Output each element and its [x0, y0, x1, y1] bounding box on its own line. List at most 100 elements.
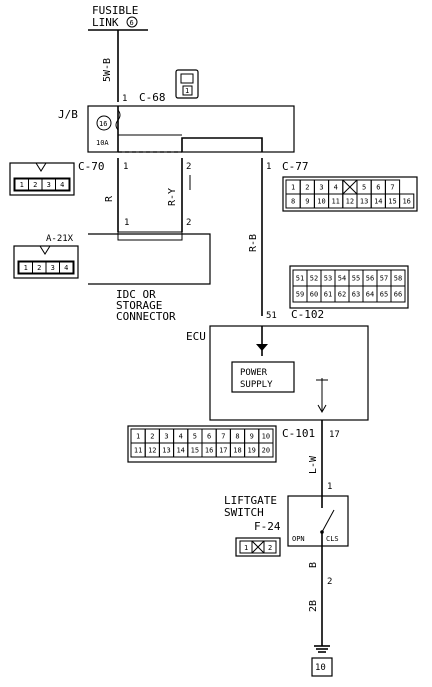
connector-pin-number: 61 — [324, 291, 332, 299]
c68-connector-icon: 1 — [175, 69, 199, 99]
connector-pin-number: 52 — [310, 275, 318, 283]
pin-c70-2: 2 — [186, 162, 191, 172]
fuse-number: 16 — [99, 120, 107, 128]
power-supply-label-1: POWER — [240, 368, 268, 378]
fusible-link-number: 6 — [126, 16, 138, 28]
fuse-amperage: 10A — [96, 139, 109, 147]
connector-pin-number: 10 — [262, 433, 270, 441]
connector-pin-number: 65 — [380, 291, 388, 299]
connector-pin-number: 18 — [233, 447, 241, 455]
wire-color-2b: 2B — [308, 600, 319, 612]
ground-point-box — [311, 657, 333, 677]
connector-pin-number: 2 — [150, 433, 154, 441]
jb-internal-bus — [181, 137, 263, 152]
connector-pin-number: 66 — [394, 291, 402, 299]
c68-label: C-68 — [139, 91, 166, 104]
pin-c101: 17 — [329, 430, 340, 440]
connector-pin-number: 2 — [33, 181, 37, 189]
connector-pin-number: 6 — [207, 433, 211, 441]
connector-pin-number: 4 — [334, 184, 338, 192]
connector-pin-number: 15 — [388, 198, 396, 206]
connector-pin-number: 57 — [380, 275, 388, 283]
connector-pin-number: 1 — [20, 181, 24, 189]
diode-icon — [256, 344, 268, 351]
wire-color-5w-b: 5W-B — [102, 58, 113, 82]
power-supply-box — [231, 361, 295, 393]
switch-opn: OPN — [292, 535, 305, 543]
wire-color-b: B — [308, 562, 319, 568]
fusible-link-number-text: 6 — [130, 19, 134, 27]
f24-pin-2: 2 — [268, 544, 272, 552]
connector-pin-number: 15 — [191, 447, 199, 455]
c70-connector-face: 1 2 3 4 — [9, 162, 75, 196]
idc-contact-bar — [117, 231, 183, 241]
pin-c102: 51 — [266, 311, 277, 321]
connector-pin-number: 58 — [394, 275, 402, 283]
jb-label: J/B — [58, 108, 78, 121]
connector-pin-number: 12 — [346, 198, 354, 206]
connector-pin-number: 7 — [221, 433, 225, 441]
connector-pin-cell — [55, 178, 70, 191]
connector-pin-number: 7 — [390, 184, 394, 192]
wire-color-r-y: R-Y — [167, 188, 178, 206]
connector-blank-cell — [342, 179, 358, 195]
connector-pin-number: 64 — [366, 291, 374, 299]
f24-connector-face: 1 2 — [235, 537, 281, 557]
pin-idc-2: 2 — [186, 218, 191, 228]
connector-pin-number: 19 — [247, 447, 255, 455]
connector-pin-number: 8 — [291, 198, 295, 206]
ground-point-label: 10 — [315, 663, 326, 673]
connector-pin-number: 54 — [338, 275, 346, 283]
connector-pin-number: 60 — [310, 291, 318, 299]
pin-c70-1: 1 — [123, 162, 128, 172]
connector-pin-number: 10 — [317, 198, 325, 206]
connector-pin-number: 13 — [360, 198, 368, 206]
power-supply-label-2: SUPPLY — [240, 380, 273, 390]
connector-pin-cell — [390, 285, 406, 303]
connector-pin-number: 12 — [148, 447, 156, 455]
idc-connector-box — [88, 233, 211, 285]
connector-pin-number: 51 — [296, 275, 304, 283]
connector-pin-number: 2 — [305, 184, 309, 192]
wire-color-r: R — [104, 195, 115, 202]
a21x-label: A-21X — [46, 234, 74, 244]
connector-pin-number: 4 — [60, 181, 64, 189]
connector-pin-number: 3 — [47, 181, 51, 189]
connector-pin-number: 8 — [235, 433, 239, 441]
connector-pin-cell — [59, 261, 74, 274]
liftgate-switch-box — [287, 495, 349, 547]
connector-pin-number: 1 — [24, 264, 28, 272]
idc-label-3: CONNECTOR — [116, 310, 176, 323]
connector-pin-number: 3 — [319, 184, 323, 192]
connector-pin-number: 59 — [296, 291, 304, 299]
pin-idc-1: 1 — [124, 218, 129, 228]
idc-label-1: IDC OR — [116, 288, 156, 301]
connector-pin-number: 3 — [164, 433, 168, 441]
connector-pin-number: 13 — [162, 447, 170, 455]
f24-pin-1: 1 — [244, 544, 248, 552]
connector-pin-number: 62 — [338, 291, 346, 299]
connector-pin-number: 14 — [374, 198, 382, 206]
connector-pin-cell — [399, 193, 415, 209]
pin-c68: 1 — [122, 94, 127, 104]
connector-pin-number: 14 — [176, 447, 184, 455]
connector-pin-number: 1 — [136, 433, 140, 441]
connector-pin-number: 9 — [305, 198, 309, 206]
f24-label: F-24 — [254, 520, 281, 533]
pin-sw-2: 2 — [327, 577, 332, 587]
connector-pin-cell — [258, 442, 274, 458]
switch-label-1: LIFTGATE — [224, 494, 277, 507]
connector-pin-number: 11 — [331, 198, 339, 206]
ground-icon — [314, 645, 330, 653]
connector-pin-number: 3 — [51, 264, 55, 272]
c68-icon-pin: 1 — [185, 87, 189, 95]
pin-sw-1: 1 — [327, 482, 332, 492]
connector-pin-number: 2 — [37, 264, 41, 272]
pin-c77: 1 — [266, 162, 271, 172]
c77-label: C-77 — [282, 160, 309, 173]
connector-pin-number: 6 — [376, 184, 380, 192]
connector-pin-number: 56 — [366, 275, 374, 283]
